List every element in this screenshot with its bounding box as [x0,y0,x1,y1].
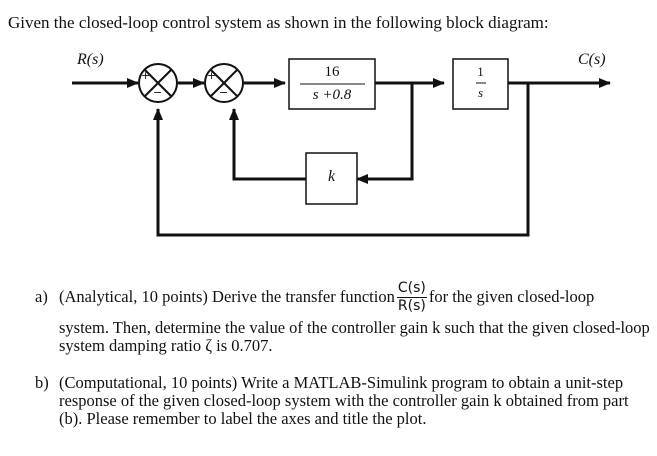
sum2-minus-sign: − [219,86,229,99]
question-b-line-3: (b). Please remember to label the axes a… [59,409,427,428]
plant-denominator: s +0.8 [312,87,352,103]
question-a-marker: a) [35,287,48,306]
problem-intro: Given the closed-loop control system as … [8,13,549,32]
outer-feedback-line [153,83,530,237]
output-label: C(s) [578,51,606,68]
block-diagram [72,58,611,237]
plant-numerator: 16 [324,64,340,80]
input-label: R(s) [77,51,104,68]
question-b-line-2: response of the given closed-loop system… [59,391,629,410]
sum2-plus-sign: + [207,69,217,82]
fraction-denominator: R(s) [397,297,426,314]
summing-junction-1 [138,63,178,103]
question-a-line-2: system. Then, determine the value of the… [59,318,650,337]
fraction-numerator: C(s) [396,279,427,298]
inner-feedback-line [356,83,414,184]
sum1-minus-sign: − [153,86,163,99]
question-a-line-3: system damping ratio ζ is 0.707. [59,336,273,355]
k-to-sum2-line [229,108,306,181]
question-a-text-before: (Analytical, 10 points) Derive the trans… [59,287,395,306]
transfer-function-fraction: C(s) R(s) [396,279,427,315]
summing-junction-2 [204,63,244,103]
question-b-line-1: (Computational, 10 points) Write a MATLA… [59,373,624,392]
feedback-gain-label: k [327,168,336,185]
integrator-denominator: s [477,85,484,100]
feedback-gain-block [305,152,358,205]
integrator-block [452,58,509,110]
question-a-line-1: (Analytical, 10 points) Derive the trans… [59,275,594,319]
integrator-numerator: 1 [477,64,484,79]
sum1-plus-sign: + [141,69,151,82]
question-a-text-after: for the given closed-loop [428,287,595,306]
question-b-marker: b) [35,373,49,392]
